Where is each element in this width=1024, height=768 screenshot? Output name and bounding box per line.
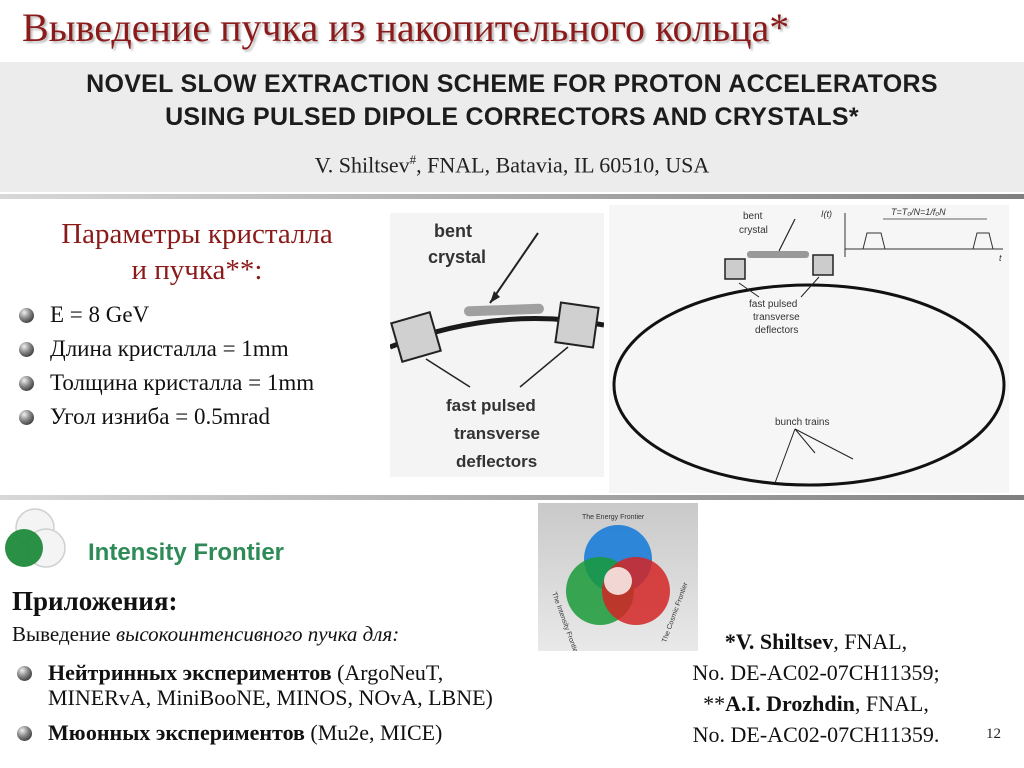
param-crystal-length: Длина кристалла = 1mm	[14, 332, 314, 366]
bullet-icon	[19, 376, 34, 391]
params-list: E = 8 GeV Длина кристалла = 1mm Толщина …	[14, 298, 314, 434]
accumulator-ring	[612, 283, 1006, 487]
crystal-closeup-figure: bent crystal fast pulsed transverse defl…	[389, 213, 605, 477]
credit-line-4: No. DE-AC02-07CH11359.	[692, 722, 940, 747]
deflector-box-left	[390, 311, 442, 363]
params-heading-line-2: и пучка**:	[131, 254, 263, 286]
ring-deflector-right	[812, 254, 834, 276]
ring-crystal-arrow	[778, 218, 796, 252]
applications-heading: Приложения:	[12, 586, 178, 616]
deflectors-label-3: deflectors	[456, 452, 537, 471]
bent-crystal-shape	[464, 303, 544, 317]
frontiers-venn-image: The Energy Frontier The Intensity Fronti…	[538, 503, 698, 656]
frontiers-venn-diagram: The Energy Frontier The Intensity Fronti…	[550, 514, 690, 656]
ring-deflectors-label-2: transverse	[753, 312, 800, 323]
time-plot-y-label: I(t)	[821, 209, 832, 219]
ring-deflectors-label-1: fast pulsed	[749, 299, 797, 310]
ring-bent-crystal	[747, 251, 809, 258]
time-plot-x-label: t	[999, 253, 1002, 263]
slide-title-bar: Выведение пучка из накопительного кольца…	[0, 0, 1024, 60]
crystal-closeup-diagram: bent crystal fast pulsed transverse defl…	[389, 221, 605, 471]
bullet-icon	[19, 342, 34, 357]
credits-block: *V. Shiltsev, FNAL, No. DE-AC02-07CH1135…	[636, 626, 996, 750]
application-neutrino: Нейтринных экспериментов (ArgoNeuT, MINE…	[12, 660, 493, 710]
crystal-arrow	[489, 232, 539, 304]
credit-line-1: *V. Shiltsev, FNAL,	[724, 629, 908, 654]
pulse-train-line	[845, 232, 994, 250]
author-affiliation: , FNAL, Batavia, IL 60510, USA	[416, 152, 710, 178]
ring-deflector-arrow-right	[800, 276, 820, 298]
deflector-arrow-left	[425, 358, 471, 388]
applications-intro: Выведение высокоинтенсивного пучка для:	[12, 622, 400, 646]
ring-deflector-left	[724, 258, 746, 280]
bunch-arrow-3	[794, 428, 854, 460]
divider-bottom	[0, 495, 1024, 500]
paper-author: V. Shiltsev#, FNAL, Batavia, IL 60510, U…	[0, 152, 1024, 178]
crystal-arrowhead	[490, 291, 500, 303]
author-mark: #	[409, 152, 417, 167]
paper-header-panel	[0, 62, 1024, 192]
param-crystal-thickness: Толщина кристалла = 1mm	[14, 366, 314, 400]
bunch-trains-label: bunch trains	[775, 417, 829, 428]
deflectors-label-2: transverse	[454, 424, 540, 443]
bunch-arrow-2	[794, 428, 816, 454]
param-energy: E = 8 GeV	[14, 298, 314, 332]
paper-title-line-2: USING PULSED DIPOLE CORRECTORS AND CRYST…	[165, 103, 859, 131]
application-muon: Мюонных экспериментов (Mu2e, MICE)	[12, 720, 493, 745]
credit-line-2: No. DE-AC02-07CH11359;	[692, 660, 940, 685]
bullet-icon	[17, 666, 32, 681]
crystal-label-1: bent	[434, 221, 472, 241]
bullet-icon	[19, 308, 34, 323]
deflector-arrow-right	[519, 346, 569, 388]
ring-diagram: bent crystal fast pulsed transverse defl…	[612, 207, 1006, 487]
intensity-frontier-label: Intensity Frontier	[88, 539, 285, 566]
slide-title: Выведение пучка из накопительного кольца…	[22, 5, 790, 50]
ring-crystal-label-1: bent	[743, 211, 763, 222]
venn-center	[604, 567, 632, 595]
intensity-frontier-logo-icon	[5, 508, 66, 568]
venn-top-label: The Energy Frontier	[582, 514, 645, 521]
slide-number: 12	[986, 726, 1001, 742]
crystal-label-2: crystal	[428, 247, 486, 267]
ring-deflector-arrow-left	[738, 282, 760, 298]
deflectors-label-1: fast pulsed	[446, 396, 536, 415]
bunch-arrow-1	[774, 428, 796, 484]
credit-line-3: **A.I. Drozhdin, FNAL,	[703, 691, 929, 716]
param-bend-angle: Угол изниба = 0.5mrad	[14, 400, 314, 434]
author-name: V. Shiltsev	[314, 152, 410, 178]
ring-crystal-label-2: crystal	[739, 225, 768, 236]
paper-title-line-1: NOVEL SLOW EXTRACTION SCHEME FOR PROTON …	[86, 70, 938, 98]
params-heading: Параметры кристалла и пучка**:	[14, 216, 380, 288]
params-heading-line-1: Параметры кристалла	[61, 218, 333, 250]
period-formula: T=T₀/N=1/f₀N	[891, 207, 946, 217]
applications-list: Нейтринных экспериментов (ArgoNeuT, MINE…	[12, 660, 493, 745]
deflector-box-right	[554, 301, 600, 349]
divider-top	[0, 194, 1024, 199]
bullet-icon	[17, 726, 32, 741]
ring-figure: bent crystal fast pulsed transverse defl…	[609, 205, 1009, 493]
ring-deflectors-label-3: deflectors	[755, 325, 798, 336]
bullet-icon	[19, 410, 34, 425]
